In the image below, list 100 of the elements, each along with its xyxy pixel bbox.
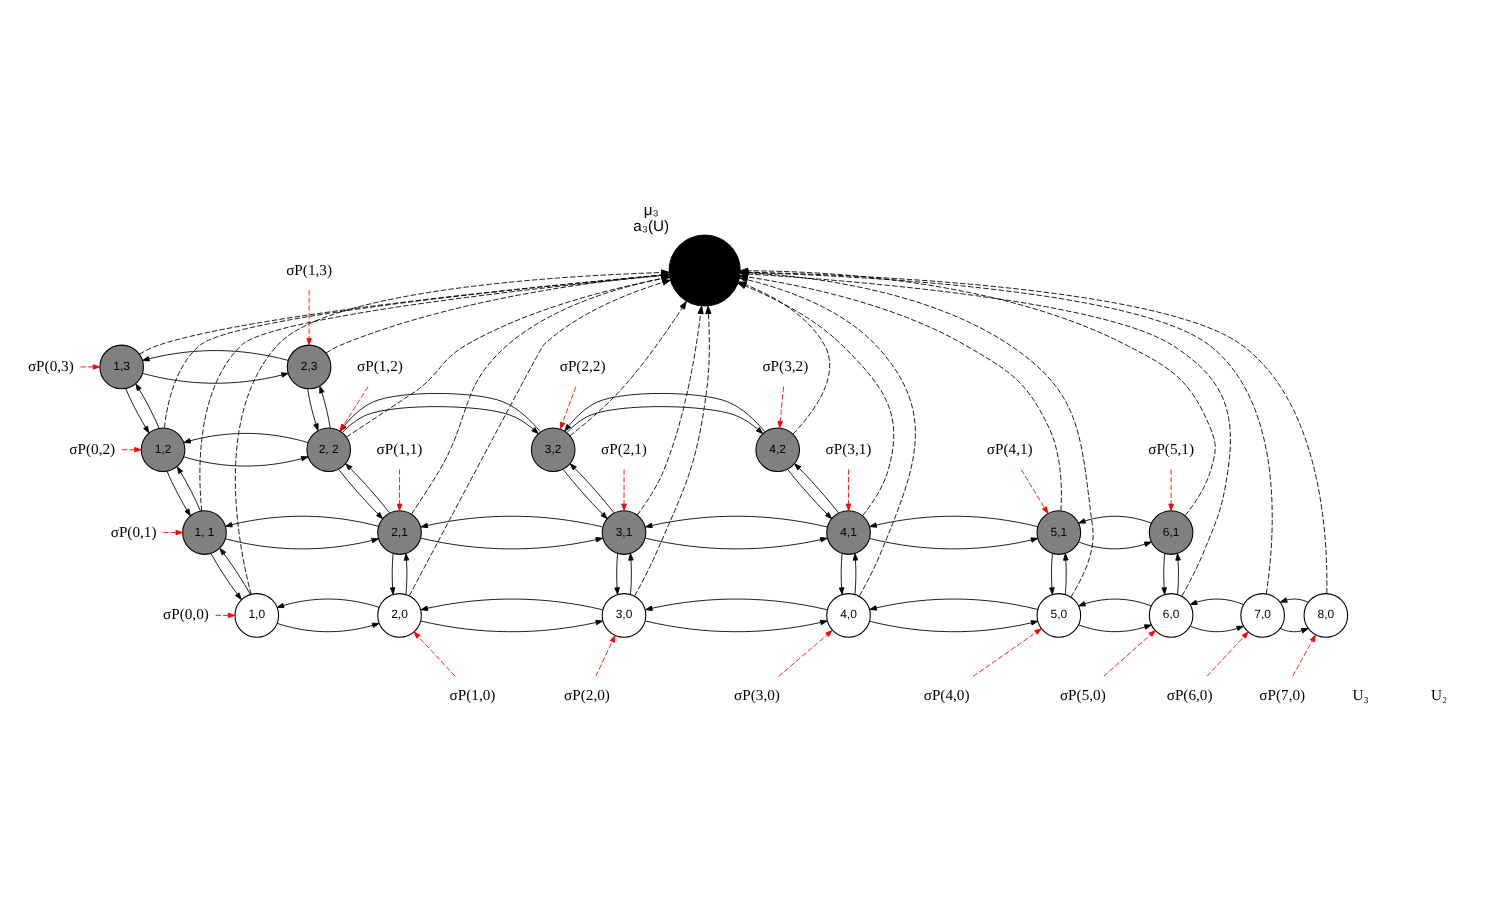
arrow [614,553,620,595]
arrow [80,364,101,370]
arrow [411,275,670,515]
node-text: σP(4,1) [986,439,1033,458]
node-text: σP(0,1) [110,522,157,541]
arrow [199,272,670,512]
arrow [276,598,380,609]
arrow [413,631,456,677]
arrow [1189,625,1244,633]
arrow [1078,541,1152,550]
arrow [1189,598,1244,605]
arrow [778,630,833,677]
arrow [1280,597,1309,603]
node-text: σP(3,0) [734,686,780,705]
node-text: σP(7,0) [1259,686,1306,705]
arrow [869,515,1039,528]
arrow [142,372,289,384]
arrow [319,385,331,429]
node-text: σP(2,1) [601,439,647,458]
arrow [869,537,1039,550]
arrow [794,463,839,514]
arrow [234,269,670,595]
node-text: σP(1,1) [376,439,423,458]
arrow [1020,469,1049,514]
arrow [183,432,309,444]
arrow [142,350,289,362]
node-text: σP(6,0) [1166,686,1213,705]
arrow [135,383,160,429]
arrow [838,553,845,595]
node-text: σP(4,0) [923,686,970,705]
arrow [409,279,671,596]
arrow [139,272,670,355]
arrow [403,553,410,595]
arrow [420,598,604,611]
node-text: σP(2,2) [559,356,606,375]
node-text: σP(0,3) [27,356,74,375]
arrow [306,289,312,346]
arrow [972,628,1042,677]
arrow [628,553,634,595]
arrow [389,553,396,595]
arrow [163,272,670,428]
arrow [210,553,242,600]
node-text: σP(0,0) [163,605,209,624]
arrow [420,515,604,529]
arrow [869,620,1039,633]
arrow [162,529,183,536]
arrow [1078,598,1152,607]
arrow [645,598,828,611]
arrow [566,406,764,434]
arrow [1063,553,1069,595]
arrow [1280,628,1309,634]
arrow [219,548,251,595]
arrow [307,388,319,431]
arrow [346,275,670,438]
arrow [845,469,852,512]
arrow [559,386,577,430]
arrow [276,622,380,633]
arrow [1292,634,1316,677]
arrow [225,537,379,550]
node-text: σP(1,3) [286,260,333,279]
arrow [1103,630,1156,677]
arrow [183,456,309,467]
arrow [634,305,712,597]
arrow [1206,631,1249,677]
arrow [645,537,828,550]
arrow [215,612,236,619]
label: U₃ [1352,686,1369,705]
node-text: σP(5,0) [1059,686,1106,705]
arrow [1078,624,1152,633]
node-text: σP(5,1) [1148,439,1195,458]
arrow [1168,469,1174,512]
arrow [645,515,828,529]
arrow [787,469,833,520]
arrow [396,469,403,512]
arrow [420,537,604,550]
node-text: σP(3,2) [762,356,809,375]
arrow [325,271,670,354]
node-circle [668,234,741,307]
arrow [345,463,390,514]
arrow [166,470,191,517]
label: U₂ [1431,686,1448,705]
node-text: σP(2,0) [564,686,610,705]
arrow [121,447,142,453]
arrow [1175,553,1181,595]
arrow [852,553,859,595]
arrow [777,386,784,429]
arrow [564,393,766,432]
arrow [342,406,539,434]
arrow [1161,553,1167,595]
arrow [176,466,201,512]
arrow [569,300,687,437]
arrow [645,619,828,633]
arrow [869,598,1039,611]
arrow [569,463,615,514]
arrow [636,305,704,516]
node-text: σP(1,0) [449,686,496,705]
arrow [1078,515,1152,524]
arrow [562,469,608,520]
node-text: σP(3,1) [825,439,872,458]
arrow [338,469,384,520]
